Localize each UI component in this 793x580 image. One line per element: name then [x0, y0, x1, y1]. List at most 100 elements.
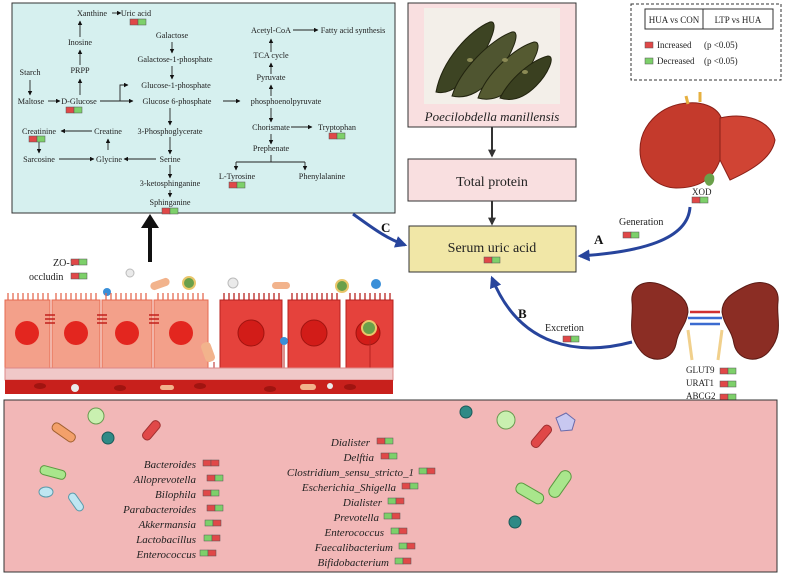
gene-label: ABCG2 [686, 391, 716, 401]
node-tryptophan: Tryptophan [318, 123, 356, 132]
leech-photo-box: Poecilobdella manillensis [407, 2, 577, 128]
legend-increased-p: (p <0.05) [704, 40, 738, 50]
node-galactose-1-phosphate: Galactose-1-phosphate [137, 55, 212, 64]
species-name: Poecilobdella manillensis [424, 109, 560, 124]
bacteria-label: Akkermansia [138, 519, 197, 531]
generation-marker [622, 231, 640, 239]
node-sarcosine: Sarcosine [23, 155, 55, 164]
legend-decreased-swatch [644, 57, 654, 65]
label-b: B [518, 306, 527, 321]
node-chorismate: Chorismate [252, 123, 290, 132]
serum-uric-acid-label: Serum uric acid [448, 241, 537, 256]
bacteria-list-right: Dialister Delftia Clostridium_sensu_stri… [287, 437, 414, 569]
node-glucose-6-phosphate: Glucose 6-phosphate [143, 97, 212, 106]
total-protein-box: Total protein [407, 158, 577, 202]
node-xanthine: Xanthine [77, 9, 107, 18]
node-maltose: Maltose [18, 97, 45, 106]
intestinal-epithelium [4, 268, 394, 394]
bacteria-label: Lactobacillus [135, 534, 196, 546]
pathway-branch-lines [119, 82, 308, 171]
bacteria-label: Clostridium_sensu_stricto_1 [287, 467, 414, 479]
node-d-glucose: D-Glucose [61, 97, 97, 106]
bacteria-label: Delftia [342, 452, 374, 464]
bacteria-label: Dialister [330, 437, 371, 449]
legend-increased-swatch [644, 41, 654, 49]
legend-decreased: Decreased [657, 56, 695, 66]
node-inosine: Inosine [68, 38, 92, 47]
bacteria-label: Enterococcus [324, 527, 384, 539]
arrow-c: C [352, 212, 408, 248]
bacteria-label: Faecalibacterium [314, 542, 393, 554]
node-acetyl-coa: Acetyl-CoA [251, 26, 291, 35]
gut-microbiota-panel: Bacteroides Alloprevotella Bilophila Par… [3, 399, 778, 573]
arrow-b: B Excretion [490, 275, 633, 350]
leech-image [435, 21, 552, 100]
bacteria-list-left: Bacteroides Alloprevotella Bilophila Par… [122, 459, 196, 561]
total-protein-label: Total protein [456, 175, 528, 190]
zo1-marker [70, 258, 88, 266]
serum-uric-acid-box: Serum uric acid [408, 225, 577, 273]
node-prpp: PRPP [70, 66, 90, 75]
excretion-marker [562, 335, 580, 343]
legend-decreased-p: (p <0.05) [704, 56, 738, 66]
node-starch: Starch [20, 68, 41, 77]
bacteria-label: Parabacteroides [122, 504, 196, 516]
label-c: C [381, 220, 390, 235]
bacteria-markers-right [376, 437, 436, 565]
node-galactose: Galactose [156, 31, 189, 40]
pathway-arrows [27, 10, 319, 198]
xod-marker [691, 196, 709, 204]
arrow-gut-to-pathway [141, 214, 159, 262]
arrow-a: A Generation [577, 206, 692, 262]
node-sphinganine: Sphinganine [150, 198, 191, 207]
bacteria-label: Prevotella [333, 512, 380, 524]
bacteria-label: Alloprevotella [132, 474, 196, 486]
occludin-marker [70, 272, 88, 280]
node-l-tyrosine: L-Tyrosine [219, 172, 256, 181]
bacteria-markers-left [199, 459, 224, 557]
node-tca-cycle: TCA cycle [253, 51, 289, 60]
node-phenylalanine: Phenylalanine [299, 172, 346, 181]
node-glucose-1-phosphate: Glucose-1-phosphate [141, 81, 211, 90]
node-fatty-acid-synthesis: Fatty acid synthesis [321, 26, 386, 35]
node-phosphoenolpyruvate: phosphoenolpyruvate [251, 97, 322, 106]
gene-label: GLUT9 [686, 365, 715, 375]
serum-uric-acid-marker [483, 256, 501, 264]
node-3-ketosphinganine: 3-ketosphinganine [140, 179, 201, 188]
microbe-shapes [38, 405, 576, 529]
node-prephenate: Prephenate [253, 144, 290, 153]
excretion-label: Excretion [545, 323, 584, 334]
bacteria-label: Bifidobacterium [318, 557, 390, 569]
metabolic-pathway-panel: Xanthine Uric acid Inosine PRPP Starch M… [11, 2, 396, 215]
legend-increased: Increased [657, 40, 692, 50]
node-serine: Serine [160, 155, 181, 164]
legend: HUA vs CON LTP vs HUA Increased (p <0.05… [630, 3, 782, 81]
occludin-label: occludin [29, 272, 63, 283]
bacteria-label: Dialister [342, 497, 383, 509]
bacteria-label: Escherichia_Shigella [301, 482, 397, 494]
bacteria-label: Enterococcus [136, 549, 196, 561]
generation-label: Generation [619, 217, 663, 228]
legend-col-ltp-vs-hua: LTP vs HUA [715, 15, 762, 25]
node-creatine: Creatine [94, 127, 122, 136]
node-uric-acid: Uric acid [121, 9, 151, 18]
node-3-phosphoglycerate: 3-Phosphoglycerate [137, 127, 202, 136]
bacteria-label: Bacteroides [144, 459, 196, 471]
kidney-gene-markers [719, 367, 737, 401]
node-glycine: Glycine [96, 155, 122, 164]
node-pyruvate: Pyruvate [256, 73, 285, 82]
label-a: A [594, 232, 604, 247]
kidneys-illustration: GLUT9 URAT1 ABCG2 [631, 282, 779, 401]
legend-col-hua-vs-con: HUA vs CON [649, 15, 700, 25]
kidney-genes: GLUT9 URAT1 ABCG2 [686, 365, 716, 401]
gene-label: URAT1 [686, 378, 714, 388]
tight-junction-labels: ZO-1 occludin [29, 258, 88, 283]
pathway-change-markers [28, 18, 346, 215]
node-creatinine: Creatinine [22, 127, 56, 136]
liver-illustration: XOD [639, 92, 776, 204]
zo1-label: ZO-1 [53, 258, 75, 269]
xod-label: XOD [692, 187, 712, 197]
bacteria-label: Bilophila [155, 489, 196, 501]
